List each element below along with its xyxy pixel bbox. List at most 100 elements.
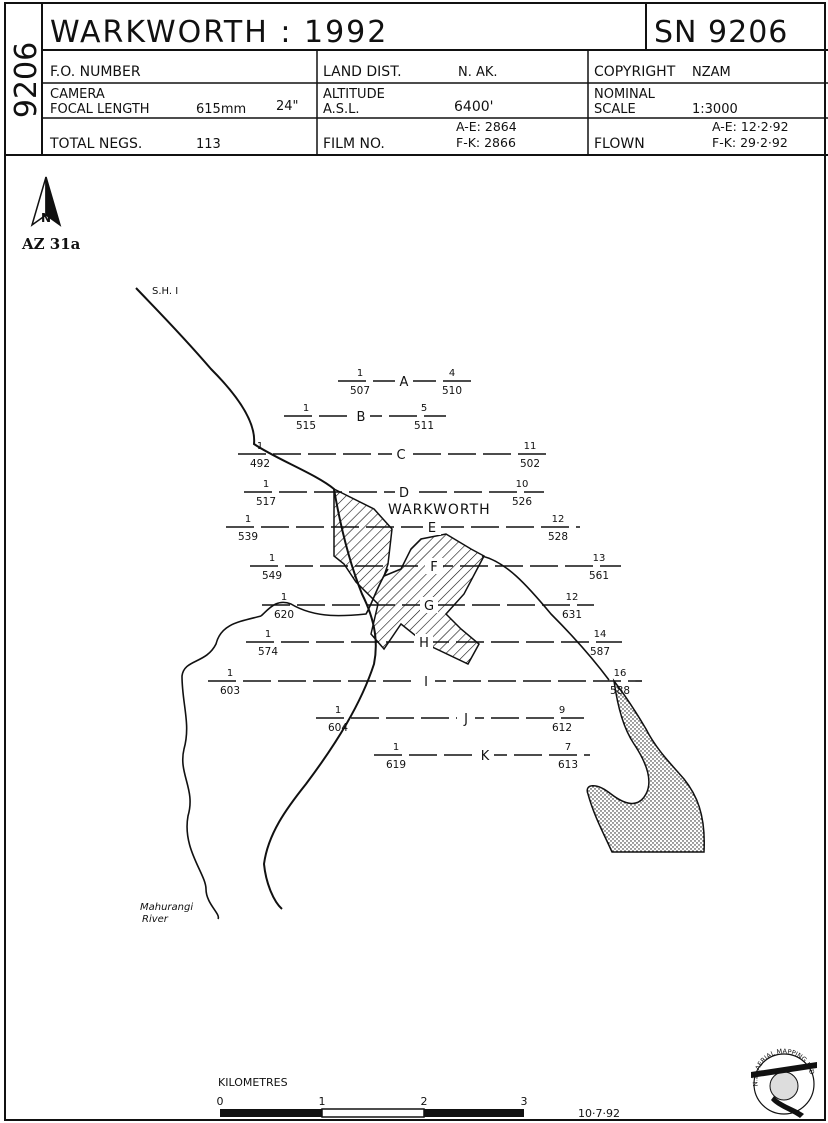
focal-length-label: FOCAL LENGTH bbox=[50, 102, 150, 117]
strip-letter-bg bbox=[392, 446, 410, 462]
nominal-label: NOMINAL bbox=[594, 87, 656, 102]
total-negs-value: 113 bbox=[196, 137, 221, 152]
focal-in: 24" bbox=[276, 99, 299, 114]
strip-start-negative: 507 bbox=[350, 385, 370, 397]
strip-start-negative: 604 bbox=[328, 722, 348, 734]
strip-start-negative: 515 bbox=[296, 420, 316, 432]
strip-letter-bg bbox=[420, 597, 438, 613]
scale-bar bbox=[220, 1108, 524, 1118]
strip-letter: A bbox=[400, 375, 409, 390]
az-label: AZ 31a bbox=[21, 235, 81, 253]
strip-end-number: 10 bbox=[516, 479, 529, 490]
flown-fk: F-K: 29·2·92 bbox=[712, 135, 788, 150]
altitude-label: ALTITUDE bbox=[323, 87, 385, 102]
flown-ae: A-E: 12·2·92 bbox=[712, 119, 789, 134]
strip-letter-bg bbox=[395, 484, 413, 500]
north-arrow-icon bbox=[30, 176, 62, 227]
film-fk: F-K: 2866 bbox=[456, 135, 516, 150]
map-sheet: 9206 WARKWORTH : 1992 SN 9206 F.O. NUMBE… bbox=[4, 2, 828, 1121]
road-label: S.H. I bbox=[152, 286, 178, 297]
strip-start-negative: 620 bbox=[274, 609, 294, 621]
strip-end-negative: 528 bbox=[548, 531, 568, 543]
fo-number-label: F.O. NUMBER bbox=[50, 64, 141, 80]
strip-letter-bg bbox=[457, 710, 475, 726]
strip-end-negative: 613 bbox=[558, 759, 578, 771]
strip-end-number: 13 bbox=[593, 553, 606, 564]
strip-letter: H bbox=[419, 636, 429, 651]
strip-end-number: 11 bbox=[524, 441, 537, 452]
strip-letter-bg bbox=[417, 673, 435, 689]
north-label: N bbox=[41, 211, 51, 225]
strip-letter: G bbox=[424, 599, 434, 614]
strip-start-negative: 574 bbox=[258, 646, 278, 658]
strip-end-negative: 612 bbox=[552, 722, 572, 734]
logo-text: N.Z. AERIAL MAPPING LTD. bbox=[6, 4, 816, 1087]
scale-label: SCALE bbox=[594, 102, 636, 117]
strip-start-number: 1 bbox=[245, 514, 251, 525]
strip-letter: F bbox=[430, 560, 437, 575]
strip-end-negative: 526 bbox=[512, 496, 532, 508]
map-date: 10·7·92 bbox=[578, 1107, 620, 1120]
scale-tick-1: 1 bbox=[319, 1095, 326, 1108]
strip-end-number: 5 bbox=[421, 403, 427, 414]
strip-start-negative: 539 bbox=[238, 531, 258, 543]
strip-start-negative: 603 bbox=[220, 685, 240, 697]
asl-label: A.S.L. bbox=[323, 102, 360, 117]
strip-start-number: 1 bbox=[281, 592, 287, 603]
copyright-label: COPYRIGHT bbox=[594, 64, 676, 80]
film-ae: A-E: 2864 bbox=[456, 119, 517, 134]
strip-start-number: 1 bbox=[227, 668, 233, 679]
scale-bar-title: KILOMETRES bbox=[218, 1076, 288, 1089]
scale-tick-2: 2 bbox=[421, 1095, 428, 1108]
side-sheet-code: 9206 bbox=[9, 42, 44, 118]
strip-end-number: 7 bbox=[565, 742, 571, 753]
strip-start-negative: 549 bbox=[262, 570, 282, 582]
sn-number: SN 9206 bbox=[654, 15, 788, 50]
focal-mm: 615mm bbox=[196, 102, 246, 117]
scale-tick-0: 0 bbox=[217, 1095, 224, 1108]
strip-start-number: 1 bbox=[393, 742, 399, 753]
land-dist-value: N. AK. bbox=[458, 65, 498, 80]
strip-start-negative: 619 bbox=[386, 759, 406, 771]
strip-letter-bg bbox=[476, 747, 494, 763]
strip-letter: I bbox=[424, 675, 428, 690]
state-highway-1 bbox=[135, 287, 377, 910]
strip-end-number: 4 bbox=[449, 368, 455, 379]
strip-letter: K bbox=[481, 749, 490, 764]
strip-start-number: 1 bbox=[303, 403, 309, 414]
strip-start-number: 1 bbox=[335, 705, 341, 716]
strip-end-negative: 587 bbox=[590, 646, 610, 658]
flown-label: FLOWN bbox=[594, 136, 645, 152]
page-title: WARKWORTH : 1992 bbox=[50, 15, 388, 50]
strip-end-negative: 502 bbox=[520, 458, 540, 470]
town-label: WARKWORTH bbox=[388, 502, 491, 518]
strip-letter-bg bbox=[395, 373, 413, 389]
strip-end-negative: 510 bbox=[442, 385, 462, 397]
strip-letter: J bbox=[463, 712, 468, 727]
strip-letter: D bbox=[399, 486, 409, 501]
strip-end-negative: 511 bbox=[414, 420, 434, 432]
strip-letter: C bbox=[396, 448, 405, 463]
scale-tick-3: 3 bbox=[521, 1095, 528, 1108]
film-no-label: FILM NO. bbox=[323, 136, 385, 152]
strip-letter-bg bbox=[425, 558, 443, 574]
total-negs-label: TOTAL NEGS. bbox=[49, 136, 142, 152]
strip-start-number: 1 bbox=[257, 441, 263, 452]
header-grid bbox=[6, 4, 828, 156]
land-dist-label: LAND DIST. bbox=[323, 64, 402, 80]
camera-label: CAMERA bbox=[50, 87, 105, 102]
strip-start-number: 1 bbox=[269, 553, 275, 564]
flight-strips: A15074510B15155511C149211502D151710526E1… bbox=[208, 368, 642, 771]
river-label-2: River bbox=[142, 914, 169, 925]
strip-end-number: 14 bbox=[594, 629, 607, 640]
strip-end-number: 12 bbox=[552, 514, 565, 525]
map-canvas: 9206 WARKWORTH : 1992 SN 9206 F.O. NUMBE… bbox=[6, 4, 828, 1120]
altitude-value: 6400' bbox=[454, 99, 493, 115]
strip-start-negative: 517 bbox=[256, 496, 276, 508]
copyright-value: NZAM bbox=[692, 65, 731, 80]
strip-end-number: 12 bbox=[566, 592, 579, 603]
scale-value: 1:3000 bbox=[692, 102, 738, 117]
strip-letter-bg bbox=[352, 408, 370, 424]
strip-end-negative: 561 bbox=[589, 570, 609, 582]
strip-start-number: 1 bbox=[357, 368, 363, 379]
